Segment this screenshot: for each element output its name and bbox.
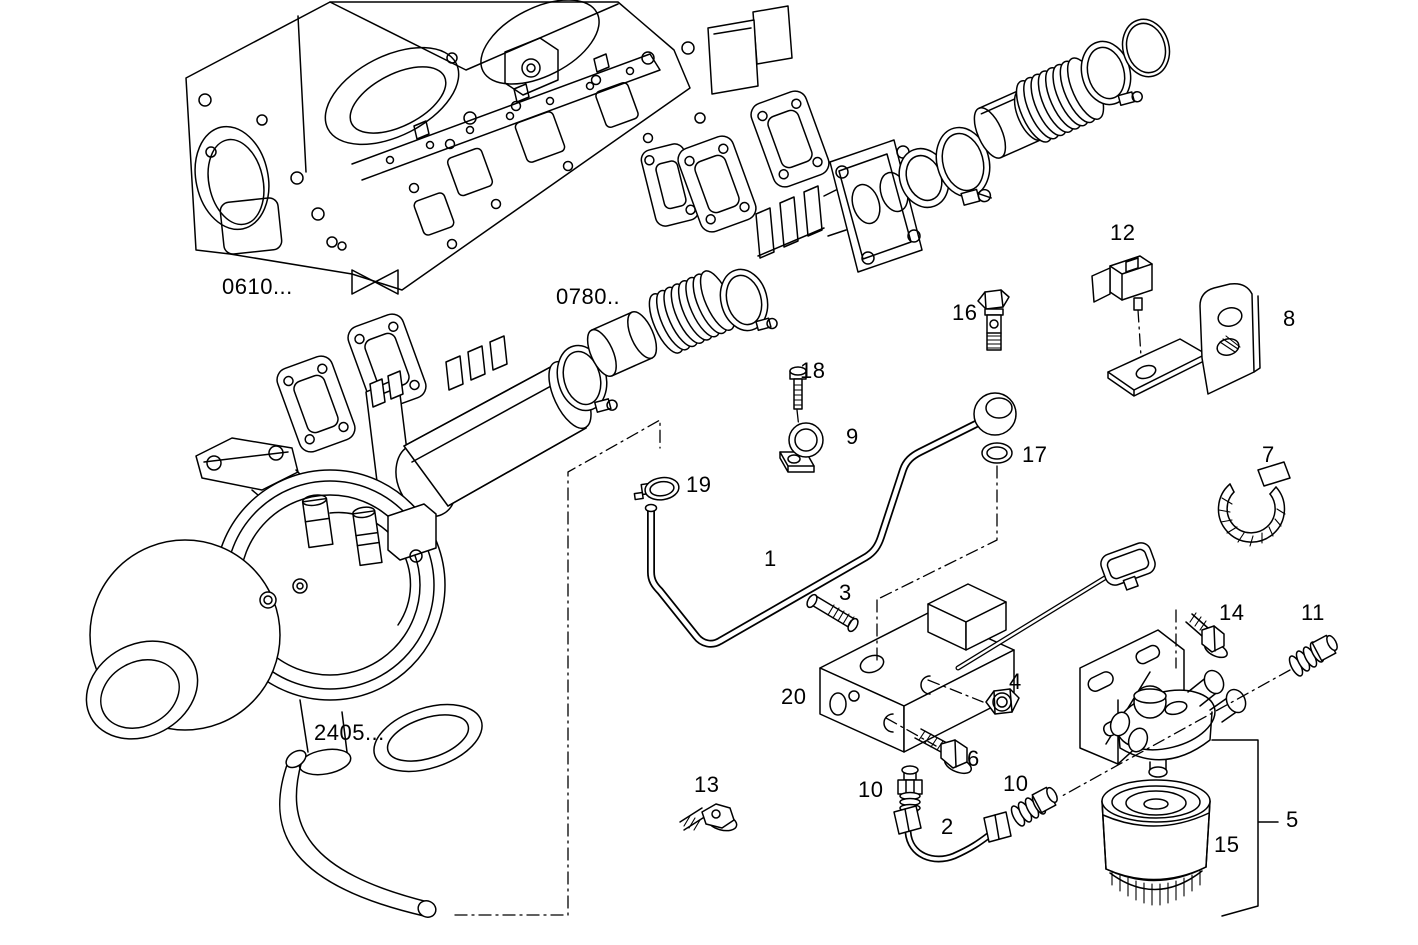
turbocharger-drawing bbox=[85, 437, 483, 776]
exhaust-manifold-upper-chain bbox=[641, 5, 1171, 273]
group-bracket-part-5 bbox=[1211, 739, 1279, 917]
fuel-pipe-part-2 bbox=[893, 805, 1012, 863]
part-label-6: 6 bbox=[967, 746, 980, 771]
part-label-20: 20 bbox=[781, 684, 807, 709]
part-label-16: 16 bbox=[952, 300, 978, 325]
part-label-14: 14 bbox=[1219, 600, 1245, 625]
part-label-7: 7 bbox=[1262, 442, 1275, 467]
ref-code-turbocharger: 2405... bbox=[314, 720, 385, 745]
exhaust-manifold-lower-chain bbox=[276, 268, 778, 523]
fuel-filter-head bbox=[1079, 629, 1247, 778]
ref-code-exhaust-manifold: 0780.. bbox=[556, 284, 621, 309]
spring-clamp-part-7 bbox=[1217, 461, 1291, 547]
part-label-8: 8 bbox=[1283, 306, 1296, 331]
part-label-2: 2 bbox=[941, 814, 954, 839]
part-label-18: 18 bbox=[800, 358, 826, 383]
stud-part-3 bbox=[806, 593, 859, 633]
p-clamp-part-9 bbox=[779, 422, 824, 473]
nut-part-4 bbox=[985, 688, 1020, 715]
bolt-part-14 bbox=[1185, 612, 1228, 659]
part-label-12: 12 bbox=[1110, 220, 1136, 245]
drain-hose bbox=[279, 749, 437, 918]
bolt-part-13 bbox=[679, 803, 738, 832]
part-label-3: 3 bbox=[839, 580, 852, 605]
part-label-15: 15 bbox=[1214, 832, 1240, 857]
fitting-part-10b bbox=[1010, 786, 1058, 827]
fuel-pipe-part-1 bbox=[644, 392, 1017, 648]
ref-code-cylinder-head: 0610... bbox=[222, 274, 293, 299]
part-label-13: 13 bbox=[694, 772, 720, 797]
part-label-4: 4 bbox=[1009, 669, 1022, 694]
bolt-part-6 bbox=[914, 728, 972, 775]
bracket-part-8 bbox=[1107, 282, 1261, 397]
part-label-1: 1 bbox=[764, 546, 777, 571]
fuel-filter-cartridge-part-15 bbox=[1101, 779, 1211, 906]
banjo-bolt-part-16 bbox=[977, 289, 1010, 351]
sensor-cable-connector bbox=[955, 542, 1156, 671]
part-label-19: 19 bbox=[686, 472, 712, 497]
part-label-10a: 10 bbox=[858, 777, 884, 802]
centerlines bbox=[454, 309, 1291, 916]
cylinder-head-drawing bbox=[185, 0, 691, 295]
part-label-10b: 10 bbox=[1003, 771, 1029, 796]
fitting-part-11 bbox=[1288, 634, 1338, 677]
part-label-5: 5 bbox=[1286, 807, 1299, 832]
sealing-washer-part-17 bbox=[981, 442, 1013, 464]
hose-clamp-part-19 bbox=[633, 476, 680, 501]
clip-part-12 bbox=[1091, 255, 1153, 311]
part-label-9: 9 bbox=[846, 424, 859, 449]
part-label-17: 17 bbox=[1022, 442, 1048, 467]
part-label-11: 11 bbox=[1301, 600, 1325, 625]
valve-block-part-20 bbox=[819, 583, 1015, 753]
screw-part-18 bbox=[789, 366, 807, 410]
